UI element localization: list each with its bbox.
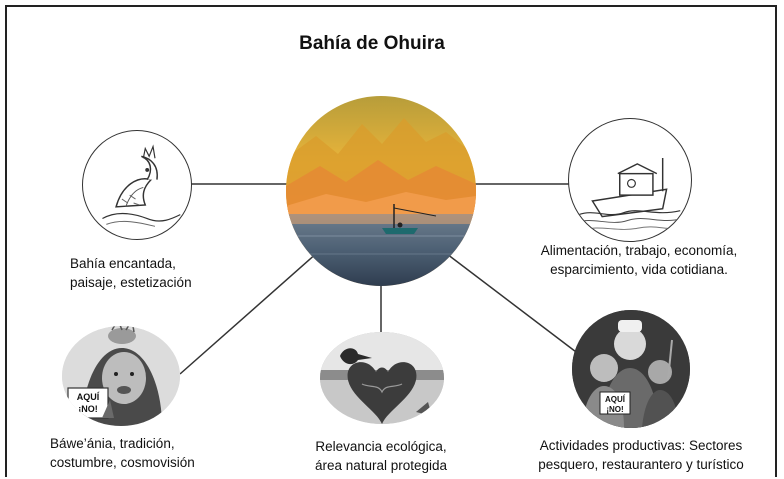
protest-sign-line2: ¡NO! <box>606 405 623 414</box>
node-boat-caption: Alimentación, trabajo, economía, esparci… <box>540 243 738 277</box>
node-fish-image <box>82 130 192 240</box>
node-fish-caption: Bahía encantada, paisaje, estetización <box>70 256 192 290</box>
woman-sign-line1: AQUÍ <box>77 392 100 402</box>
node-boat-image <box>568 118 692 242</box>
diagram-frame <box>5 5 777 477</box>
woman-sign-line2: ¡NO! <box>78 404 98 414</box>
protest-sign-line1: AQUÍ <box>605 395 626 404</box>
node-protest-image: AQUÍ ¡NO! <box>572 310 690 428</box>
fishing-boat-sketch-icon <box>576 158 683 231</box>
diagram-title: Bahía de Ohuira <box>299 33 445 54</box>
node-heart-image <box>320 332 444 424</box>
heart-pelican-collage-icon <box>320 332 444 424</box>
node-woman-caption: Báwe’ánia, tradición, costumbre, cosmovi… <box>50 436 195 470</box>
node-woman-image: AQUÍ ¡NO! <box>62 326 180 426</box>
center-bay-image <box>286 96 476 286</box>
fish-sketch-icon <box>102 144 181 227</box>
connector-protest <box>446 253 585 359</box>
node-protest-caption: Actividades productivas: Sectores pesque… <box>538 438 744 472</box>
connector-woman <box>179 251 319 375</box>
indigenous-woman-protest-icon: AQUÍ ¡NO! <box>62 326 180 426</box>
people-protest-icon: AQUÍ ¡NO! <box>572 310 690 428</box>
node-heart-caption: Relevancia ecológica, área natural prote… <box>314 439 448 473</box>
sunset-bay-fishing-boat-photo <box>286 96 476 286</box>
